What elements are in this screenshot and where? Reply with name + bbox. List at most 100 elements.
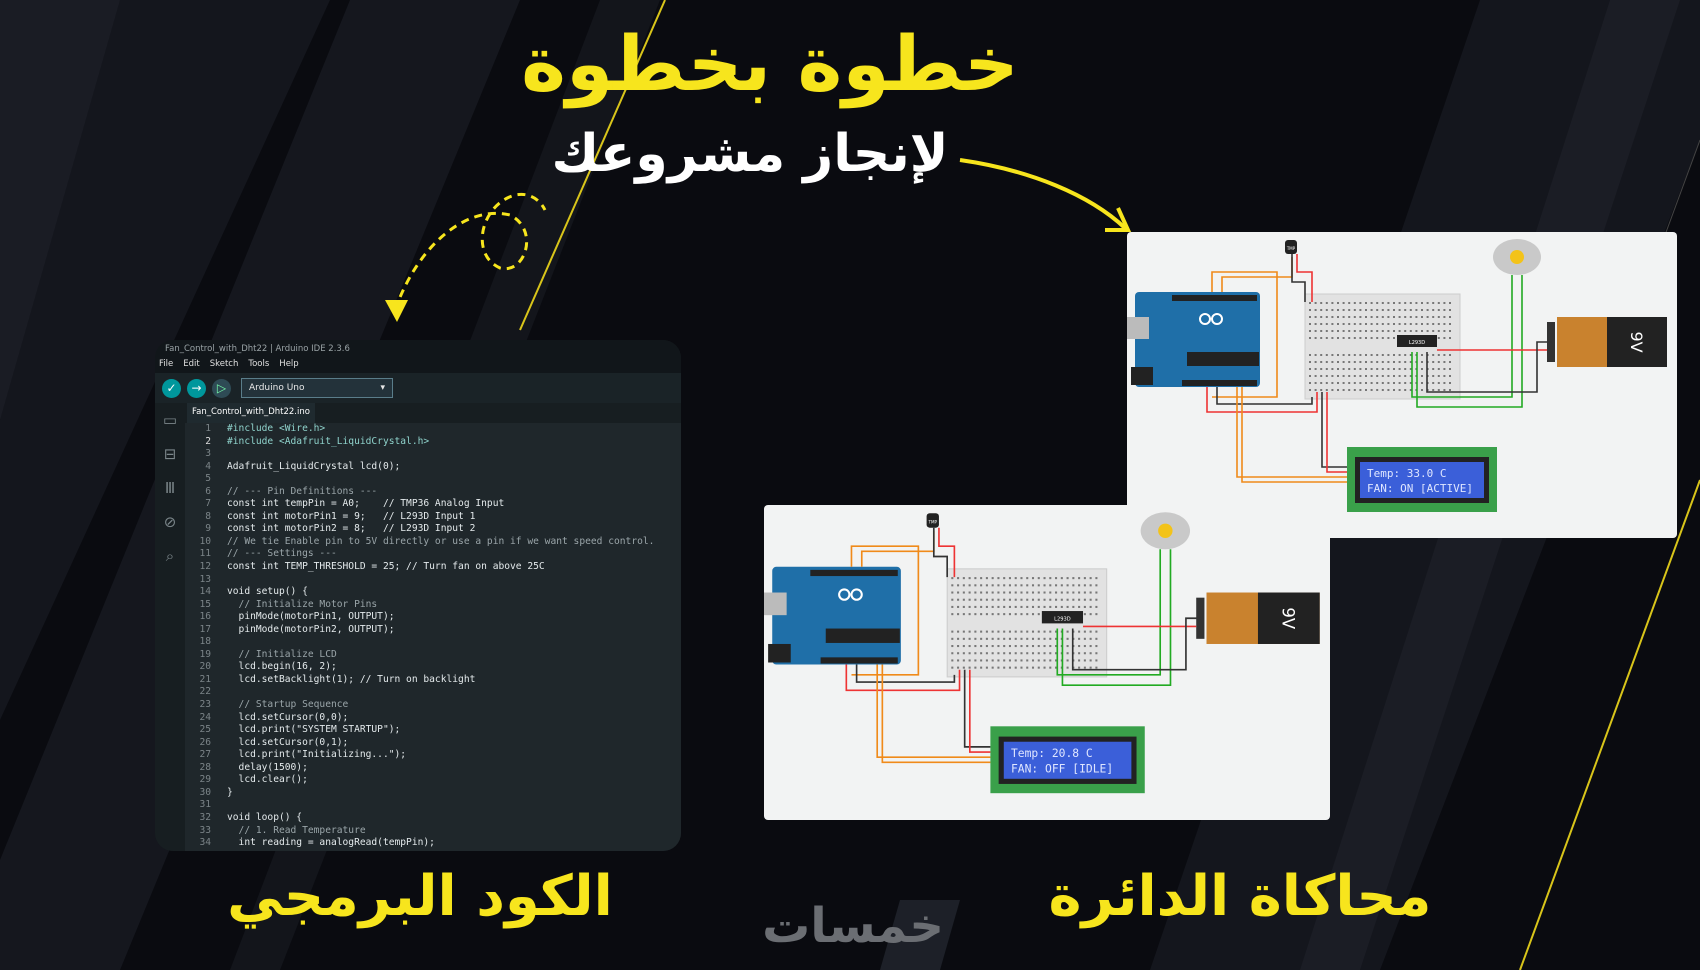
headline-title: خطوة بخطوة — [521, 19, 1019, 108]
line-text: lcd.begin(16, 2); — [227, 661, 337, 673]
debug-disabled-icon[interactable]: ⊘ — [163, 513, 177, 531]
l293d-chip: L293D — [1397, 335, 1437, 347]
code-line: 9 const int motorPin2 = 8; // L293D Input… — [185, 523, 681, 536]
chevron-down-icon: ▾ — [380, 383, 385, 393]
arduino-ide-window: Fan_Control_with_Dht22 | Arduino IDE 2.3… — [155, 340, 681, 851]
line-number: 20 — [199, 661, 211, 673]
line-number: 12 — [199, 561, 211, 573]
dc-motor — [1140, 512, 1191, 550]
code-line: 28 delay(1500); — [185, 762, 681, 775]
upload-icon[interactable]: → — [187, 378, 206, 398]
line-number: 2 — [205, 435, 211, 447]
line-number: 27 — [199, 749, 211, 761]
code-line: 31 — [185, 799, 681, 812]
code-line: 2#include <Adafruit_LiquidCrystal.h> — [185, 436, 681, 449]
line-number: 26 — [199, 736, 211, 748]
code-line: 29 lcd.clear(); — [185, 774, 681, 787]
menu-edit[interactable]: Edit — [183, 359, 200, 369]
lcd-display: Temp: 20.8 C FAN: OFF [IDLE] — [990, 726, 1145, 794]
code-line: 22 — [185, 686, 681, 699]
board-name: Arduino Uno — [249, 383, 305, 393]
menu-help[interactable]: Help — [279, 359, 299, 369]
line-text: const int motorPin1 = 9; // L293D Input … — [227, 510, 476, 522]
menu-bar: File Edit Sketch Tools Help — [155, 357, 681, 373]
simulation-label: محاكاة الدائرة — [1048, 864, 1432, 929]
code-line: 6// --- Pin Definitions --- — [185, 486, 681, 499]
code-line: 15 // Initialize Motor Pins — [185, 599, 681, 612]
line-text: // --- Settings --- — [227, 548, 337, 560]
code-line: 3 — [185, 448, 681, 461]
code-line: 5 — [185, 473, 681, 486]
code-line: 33 // 1. Read Temperature — [185, 825, 681, 838]
library-icon[interactable]: Ⅲ — [164, 479, 176, 497]
lcd-line-1: Temp: 33.0 C — [1367, 467, 1446, 480]
line-number: 16 — [199, 611, 211, 623]
battery-label: 9V — [1627, 331, 1646, 352]
line-text: } — [227, 786, 233, 798]
line-number: 8 — [205, 510, 211, 522]
line-text: void setup() { — [227, 586, 308, 598]
line-text: // Initialize LCD — [227, 648, 337, 660]
line-number: 33 — [199, 824, 211, 836]
temperature-sensor: TMP — [926, 513, 939, 528]
line-number: 31 — [199, 799, 211, 811]
line-number: 34 — [199, 837, 211, 849]
boards-manager-icon[interactable]: ⊟ — [163, 445, 177, 463]
window-title: Fan_Control_with_Dht22 | Arduino IDE 2.3… — [155, 340, 681, 357]
sensor-label: TMP — [1286, 246, 1296, 251]
line-number: 21 — [199, 673, 211, 685]
line-number: 7 — [205, 498, 211, 510]
line-number: 13 — [199, 573, 211, 585]
arduino-uno-board — [764, 566, 901, 665]
line-number: 19 — [199, 648, 211, 660]
verify-icon[interactable]: ✓ — [162, 378, 181, 398]
board-selector[interactable]: Arduino Uno ▾ — [241, 378, 393, 398]
code-line: 25 lcd.print("SYSTEM STARTUP"); — [185, 724, 681, 737]
temperature-sensor: TMP — [1285, 240, 1297, 254]
menu-sketch[interactable]: Sketch — [209, 359, 239, 369]
code-label: الكود البرمجي — [227, 864, 613, 929]
code-line: 13 — [185, 574, 681, 587]
line-number: 1 — [205, 423, 211, 434]
code-line: 24 lcd.setCursor(0,0); — [185, 712, 681, 725]
line-number: 5 — [205, 473, 211, 485]
lcd-display: Temp: 33.0 C FAN: ON [ACTIVE] — [1347, 447, 1497, 512]
code-line: 21 lcd.setBacklight(1); // Turn on backl… — [185, 674, 681, 687]
menu-file[interactable]: File — [159, 359, 174, 369]
code-line: 10// We tie Enable pin to 5V directly or… — [185, 536, 681, 549]
code-line: 19 // Initialize LCD — [185, 649, 681, 662]
arduino-uno-board — [1127, 292, 1260, 387]
activity-bar: ▭ ⊟ Ⅲ ⊘ ⌕ — [155, 403, 185, 851]
line-text: lcd.print("SYSTEM STARTUP"); — [227, 724, 401, 736]
line-text: pinMode(motorPin2, OUTPUT); — [227, 623, 395, 635]
line-number: 6 — [205, 485, 211, 497]
tab-sketch-file[interactable]: Fan_Control_with_Dht22.ino — [187, 403, 315, 423]
line-number: 3 — [205, 448, 211, 460]
line-text: int reading = analogRead(tempPin); — [227, 837, 435, 849]
line-text: // Startup Sequence — [227, 699, 349, 711]
line-number: 23 — [199, 699, 211, 711]
line-text: lcd.setCursor(0,1); — [227, 736, 349, 748]
line-number: 4 — [205, 460, 211, 472]
line-text: const int motorPin2 = 8; // L293D Input … — [227, 523, 476, 535]
code-editor[interactable]: 1#include <Wire.h>2#include <Adafruit_Li… — [185, 423, 681, 851]
search-icon[interactable]: ⌕ — [165, 547, 175, 565]
line-number: 24 — [199, 711, 211, 723]
khamsat-logo: خمسات — [762, 898, 944, 954]
line-number: 9 — [205, 523, 211, 535]
menu-tools[interactable]: Tools — [248, 359, 270, 369]
lcd-line-2: FAN: OFF [IDLE] — [1011, 762, 1113, 776]
code-line: 8 const int motorPin1 = 9; // L293D Input… — [185, 511, 681, 524]
debug-icon[interactable]: ▷ — [212, 378, 231, 398]
code-line: 17 pinMode(motorPin2, OUTPUT); — [185, 624, 681, 637]
line-text: lcd.clear(); — [227, 774, 308, 786]
line-text: lcd.setCursor(0,0); — [227, 711, 349, 723]
line-number: 10 — [199, 535, 211, 547]
folder-icon[interactable]: ▭ — [162, 411, 178, 429]
line-number: 18 — [199, 636, 211, 648]
code-line: 11// --- Settings --- — [185, 548, 681, 561]
line-number: 14 — [199, 586, 211, 598]
